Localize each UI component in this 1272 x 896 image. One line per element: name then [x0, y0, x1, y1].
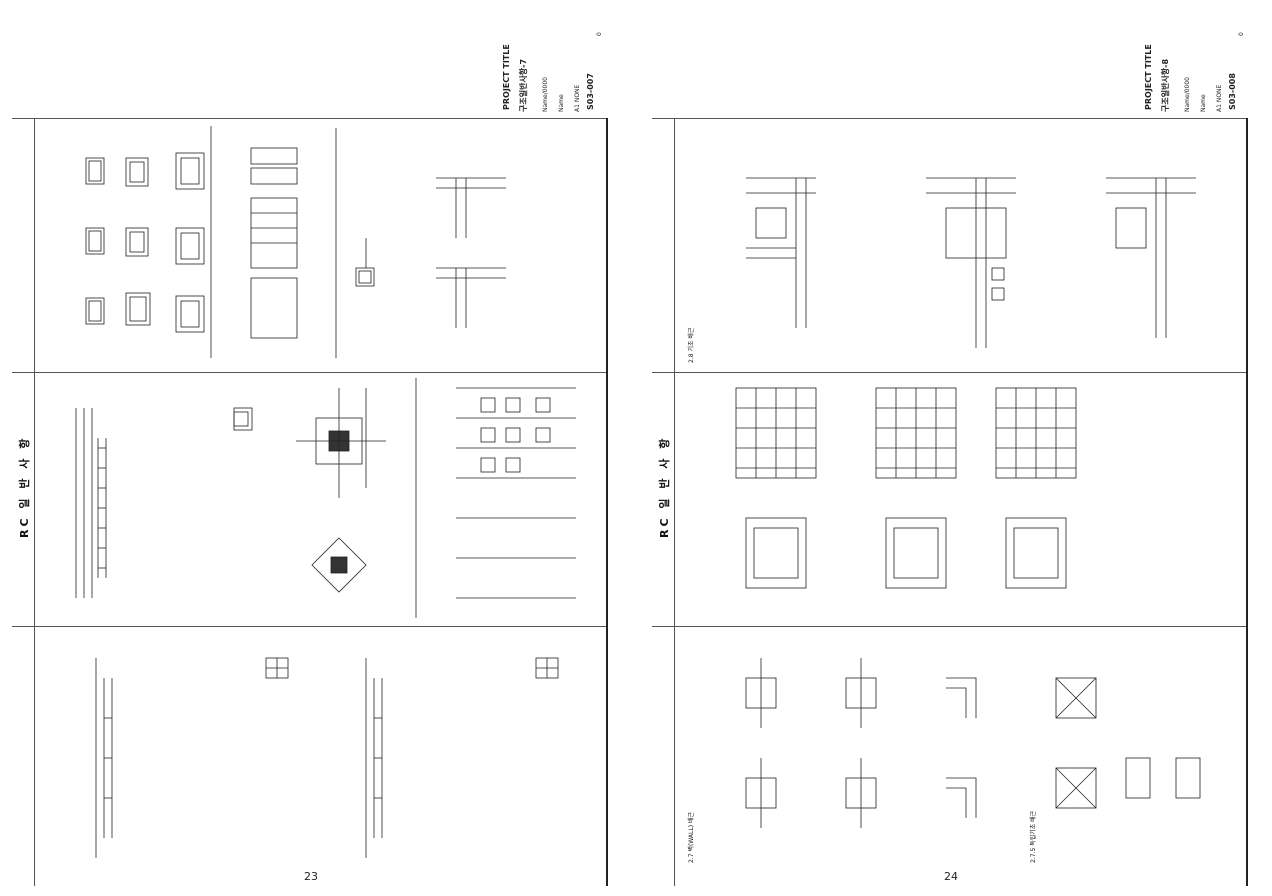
right-slab-grid-group [735, 387, 1077, 589]
right-field-b: Name [1200, 94, 1207, 112]
right-drawing-title: 구조일반사항-8 [1161, 58, 1170, 112]
left-revision: 0 [596, 32, 603, 36]
left-page-number: 23 [304, 870, 318, 883]
left-beam-elevation-group [95, 657, 559, 858]
right-section-header: RC 일 반 사 항 [658, 435, 671, 538]
left-tie-detail-group [85, 126, 506, 358]
left-divider-1 [12, 372, 606, 373]
left-title-block: PROJECT TITLE 구조일반사항-7 Name/0000 Name A1… [500, 20, 610, 116]
left-beam-joint-group [75, 378, 576, 618]
left-drawings [75, 126, 576, 858]
right-title-block: PROJECT TITLE 구조일반사항-8 Name/0000 Name A1… [1142, 20, 1252, 116]
left-section-header: RC 일 반 사 항 [18, 435, 31, 538]
right-project-title: PROJECT TITLE [1144, 44, 1153, 110]
left-sheet: RC 일 반 사 항 [12, 118, 608, 886]
right-divider-1 [652, 372, 1248, 373]
right-page-number: 24 [944, 870, 958, 883]
right-divider-2 [652, 626, 1248, 627]
right-revision: 0 [1238, 32, 1245, 36]
right-foundation-group [746, 177, 1196, 348]
right-sheet: RC 일 반 사 항 2.7 벽(WALL) 배근 2.7.5 독립기초 배근 … [652, 118, 1248, 886]
left-field-b: Name [558, 94, 565, 112]
left-field-c: A1 NONE [574, 84, 581, 112]
left-field-a: Name/0000 [542, 77, 549, 112]
right-drawing-no: S03-008 [1228, 73, 1237, 110]
left-project-title: PROJECT TITLE [502, 44, 511, 110]
left-top-rule [12, 118, 606, 119]
left-divider-2 [12, 626, 606, 627]
left-drawing-no: S03-007 [586, 73, 595, 110]
right-drawings [735, 177, 1201, 828]
right-page-edge [1246, 118, 1248, 886]
right-wall-detail-group [745, 658, 1201, 828]
left-drawing-title: 구조일반사항-7 [519, 58, 528, 112]
left-header-strip [12, 118, 35, 886]
right-field-c: A1 NONE [1216, 84, 1223, 112]
left-page-edge [606, 118, 608, 886]
right-top-rule [652, 118, 1248, 119]
right-field-a: Name/0000 [1184, 77, 1191, 112]
right-header-strip [652, 118, 675, 886]
